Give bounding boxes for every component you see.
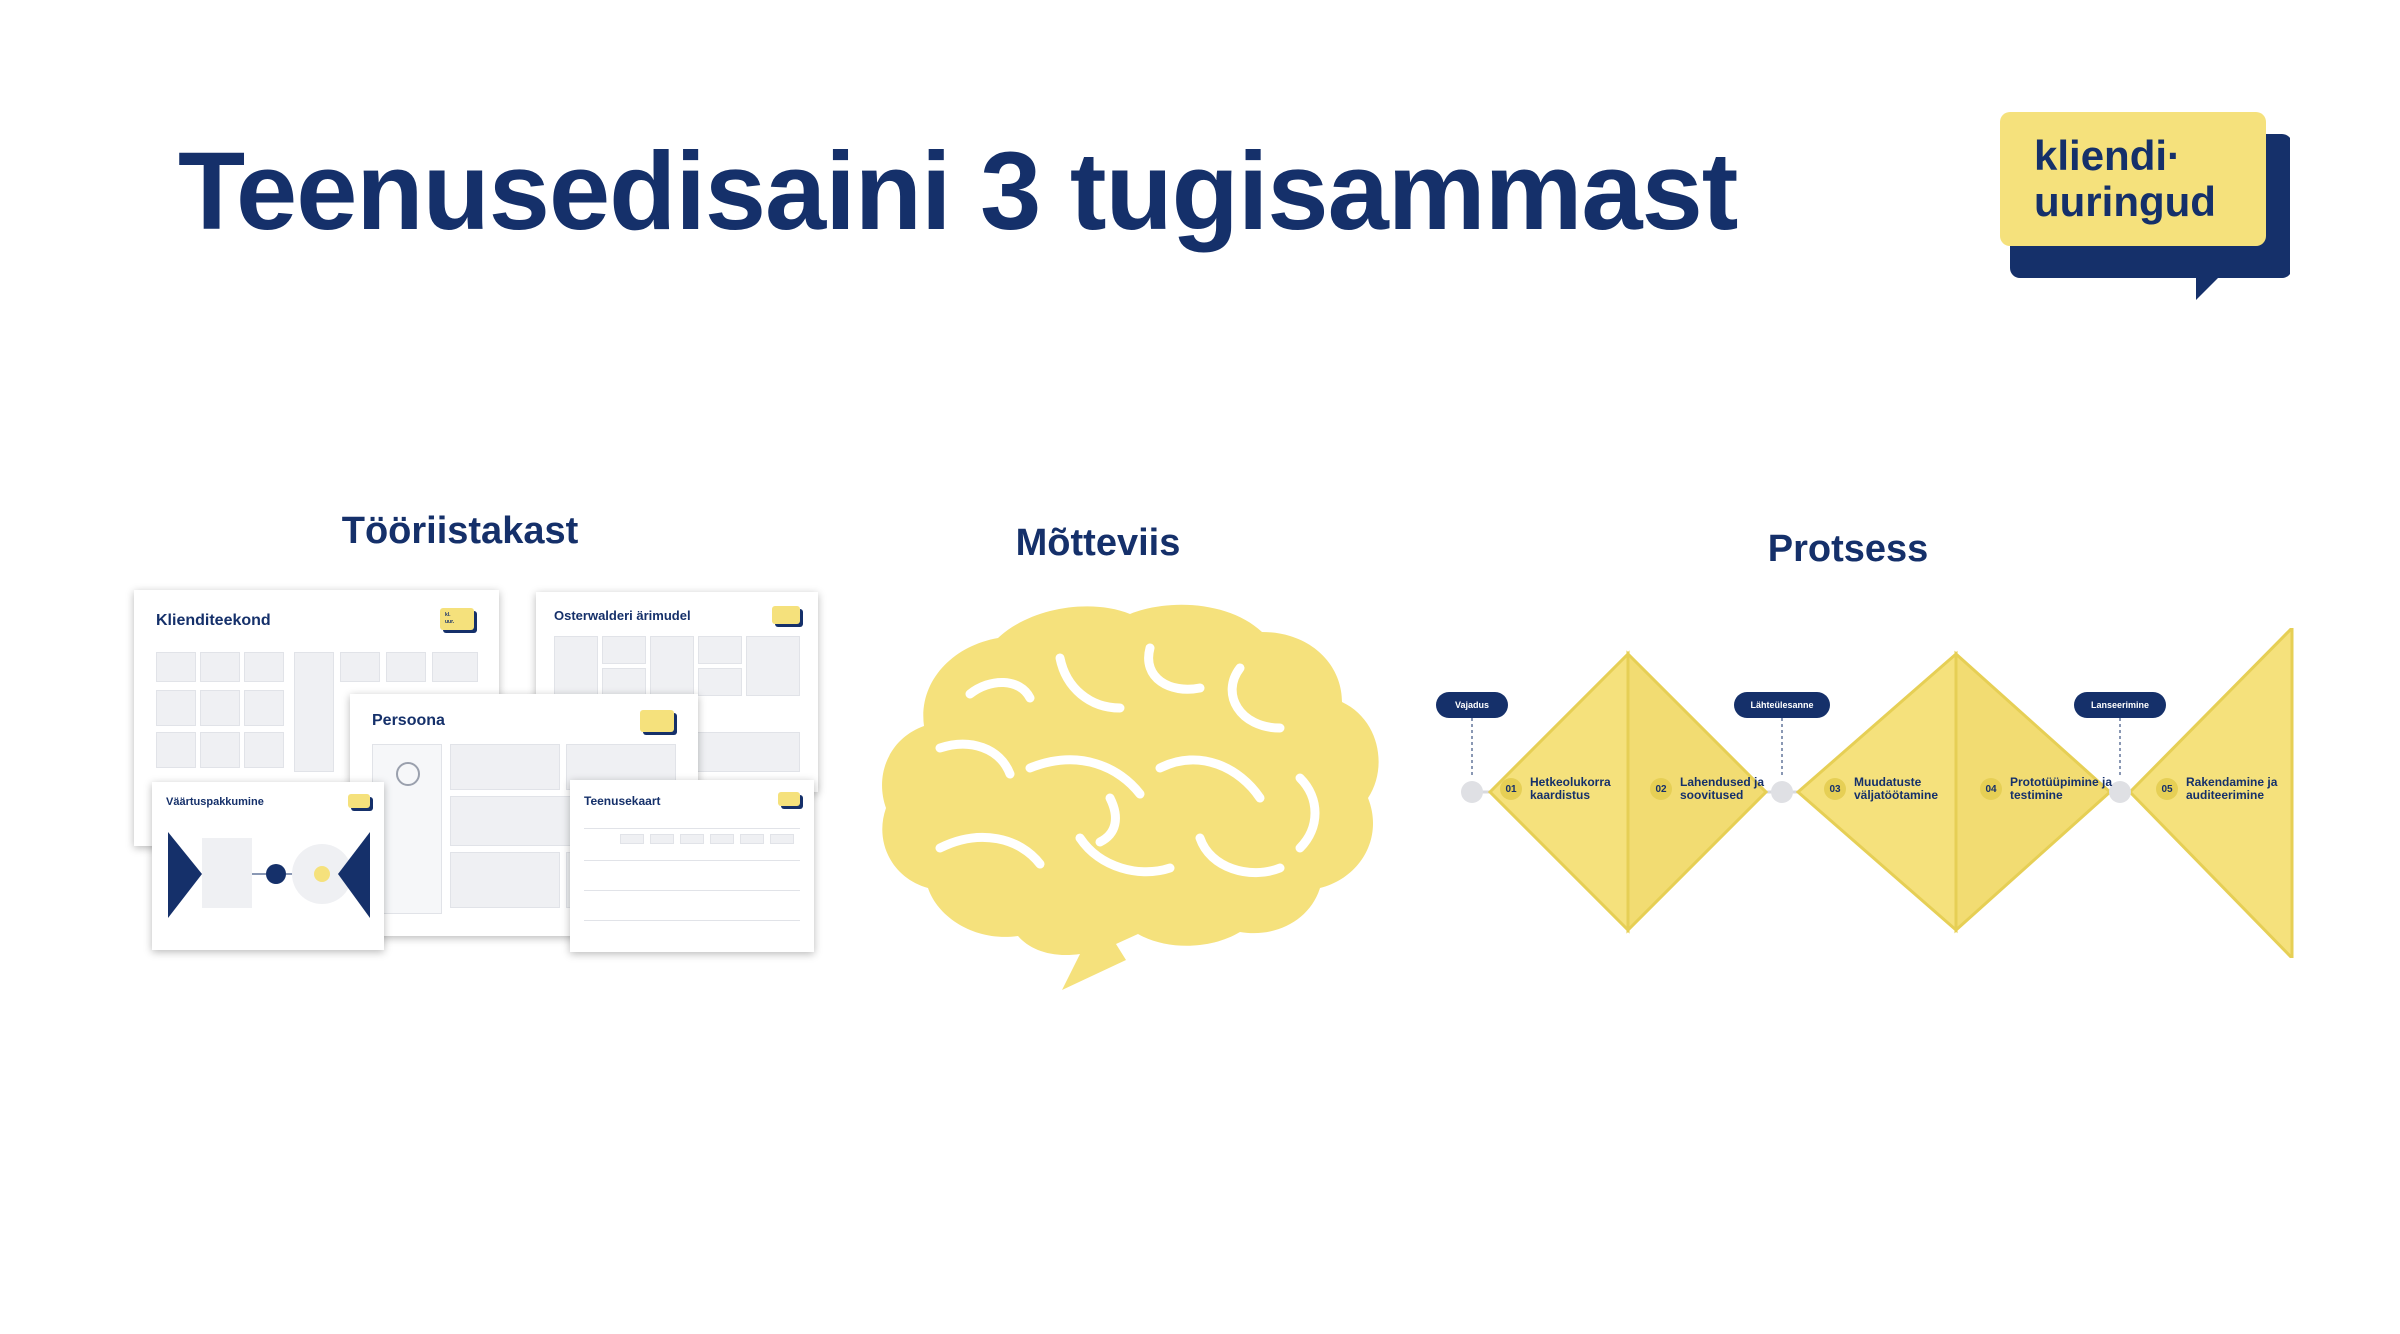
diamond-3 (2127, 628, 2294, 958)
service-map-sheet: Teenusekaart (570, 780, 814, 952)
value-proposition-sheet: Väärtuspakkumine (152, 782, 384, 950)
osterwalder-sheet-title: Osterwalderi ärimudel (554, 608, 691, 623)
mini-logo (640, 710, 674, 732)
process-heading: Protsess (1767, 528, 1929, 570)
milestone-dot (2109, 781, 2131, 803)
kliendiuuringud-logo: kliendi· uuringud (2000, 112, 2290, 300)
brain-icon (882, 604, 1379, 990)
step-label: Hetkeolukorra kaardistus (1530, 775, 1611, 802)
milestone-dot (1771, 781, 1793, 803)
milestone-vajadus: Vajadus (1436, 692, 1508, 718)
step-number: 01 (1500, 778, 1522, 800)
process-step-1: 01 Hetkeolukorra kaardistus (1500, 776, 1630, 802)
service-map-sheet-title: Teenusekaart (584, 794, 661, 808)
milestone-lanseerimine: Lanseerimine (2074, 692, 2166, 718)
journey-sheet-title: Klienditeekond (156, 612, 271, 629)
process-step-2: 02 Lahendused ja soovitused (1650, 776, 1780, 802)
avatar-icon (396, 762, 420, 786)
step-number: 03 (1824, 778, 1846, 800)
mini-logo (778, 792, 800, 806)
mini-logo (348, 794, 370, 808)
step-number: 04 (1980, 778, 2002, 800)
step-label: Muudatuste väljatöötamine (1854, 775, 1939, 802)
process-step-3: 03 Muudatuste väljatöötamine (1824, 776, 1964, 802)
mini-logo: kl.uur. (440, 608, 474, 630)
svg-text:uuringud: uuringud (2034, 178, 2216, 225)
persona-sheet-title: Persoona (372, 712, 445, 729)
step-label: Rakendamine ja auditeerimine (2186, 775, 2278, 802)
mini-logo (772, 606, 800, 624)
diamond-2 (1795, 650, 2113, 934)
page-title: Teenusedisaini 3 tugisammast (178, 130, 1738, 253)
process-step-4: 04 Prototüüpimine ja testimine (1980, 776, 2120, 802)
milestone-lahteulesanne: Lähteülesanne (1734, 692, 1830, 718)
process-step-5: 05 Rakendamine ja auditeerimine (2156, 776, 2306, 802)
value-diagram (168, 832, 370, 918)
diamond-1 (1487, 650, 1769, 934)
step-number: 05 (2156, 778, 2178, 800)
step-label: Lahendused ja soovitused (1680, 775, 1765, 802)
step-label: Prototüüpimine ja testimine (2010, 775, 2112, 802)
value-sheet-title: Väärtuspakkumine (166, 796, 264, 808)
milestone-dot (1461, 781, 1483, 803)
toolkit-heading: Tööriistakast (341, 510, 579, 552)
mindset-heading: Mõtteviis (1015, 522, 1181, 564)
svg-text:kliendi·: kliendi· (2034, 132, 2181, 179)
step-number: 02 (1650, 778, 1672, 800)
process-diagram (1461, 628, 2294, 958)
